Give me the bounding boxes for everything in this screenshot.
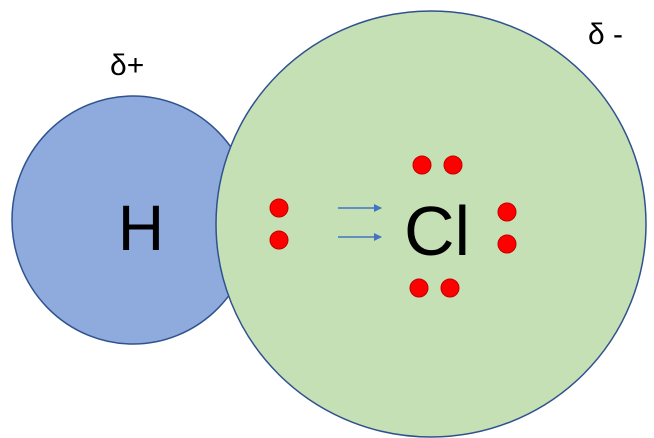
electron-dot-right-upper: [497, 202, 517, 222]
hydrogen-partial-charge-label: δ+: [110, 49, 144, 82]
electron-dot-top-right: [443, 155, 463, 175]
electron-dot-bottom-left: [409, 278, 429, 298]
electron-dot-right-lower: [497, 234, 517, 254]
chlorine-atom-circle: [215, 10, 647, 438]
chlorine-symbol: Cl: [404, 192, 470, 270]
electron-dot-top-left: [412, 155, 432, 175]
electron-dot-bottom-right: [440, 278, 460, 298]
chlorine-partial-charge-label: δ -: [588, 18, 623, 51]
electron-dot-left-upper: [269, 198, 289, 218]
electron-dot-left-lower: [269, 230, 289, 250]
hydrogen-symbol: H: [118, 192, 164, 264]
